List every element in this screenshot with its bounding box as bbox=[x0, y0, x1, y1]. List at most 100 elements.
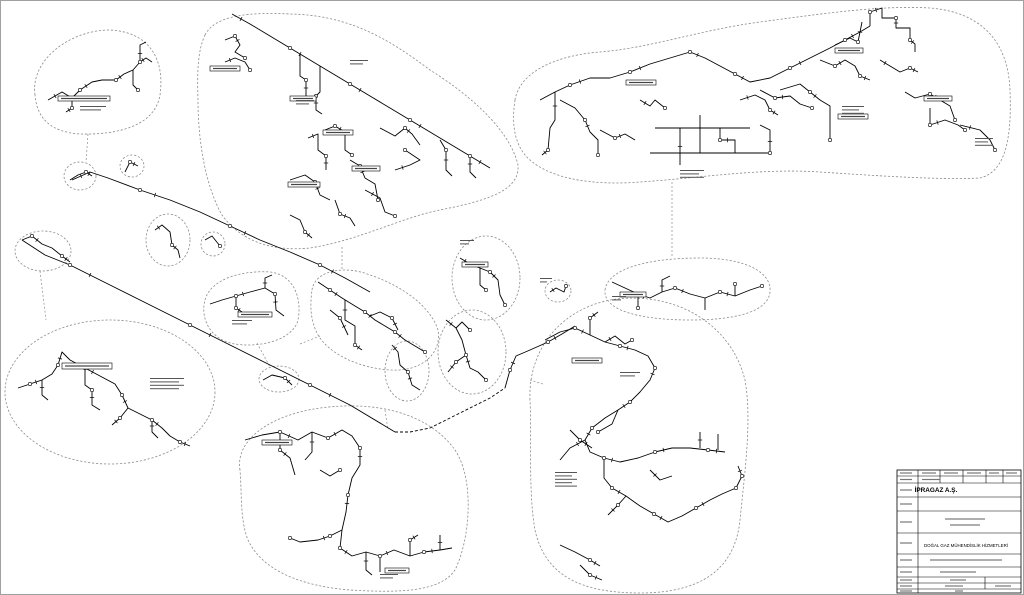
fitting-marker bbox=[59, 254, 64, 259]
valve-tick bbox=[478, 159, 482, 165]
fitting-marker bbox=[55, 362, 60, 367]
fitting-marker bbox=[282, 375, 287, 380]
annotation-text bbox=[680, 173, 699, 175]
valve-tick bbox=[406, 129, 411, 133]
pipe-run bbox=[869, 7, 916, 52]
fitting-marker bbox=[443, 148, 448, 153]
annotation-text bbox=[80, 106, 106, 107]
label-fine-print bbox=[293, 97, 313, 100]
fitting-marker bbox=[422, 349, 427, 354]
label-fine-print bbox=[291, 183, 317, 186]
service-title: DOĞAL GAZ MÜHENDİSLİK HİZMETLERİ bbox=[924, 543, 1008, 548]
fitting-marker bbox=[563, 283, 568, 288]
valve-tick bbox=[344, 502, 350, 505]
pipe-run bbox=[304, 432, 313, 461]
valve-tick bbox=[356, 345, 361, 350]
valve-tick bbox=[912, 67, 916, 73]
detail-bubble bbox=[119, 154, 145, 178]
pipe-run bbox=[307, 133, 327, 170]
fitting-marker bbox=[327, 533, 332, 538]
pipe-run bbox=[639, 99, 666, 109]
title-block-fine-print-line bbox=[900, 478, 912, 481]
valve-tick bbox=[883, 60, 887, 66]
fitting-marker bbox=[345, 492, 350, 497]
fitting-marker bbox=[136, 88, 141, 93]
valve-tick bbox=[543, 150, 547, 155]
title-block-fine-print-line bbox=[900, 579, 912, 581]
valve-tick bbox=[659, 515, 663, 521]
pipe-run bbox=[17, 351, 191, 447]
fitting-marker bbox=[277, 429, 282, 434]
fitting-marker bbox=[138, 188, 143, 193]
valve-tick bbox=[328, 392, 332, 398]
fitting-marker bbox=[362, 309, 367, 314]
fitting-marker bbox=[337, 315, 342, 320]
valve-tick bbox=[465, 360, 471, 363]
valve-tick bbox=[407, 377, 413, 380]
valve-tick bbox=[553, 335, 557, 341]
annotation-text bbox=[975, 138, 993, 139]
fitting-marker bbox=[392, 214, 397, 219]
fitting-marker bbox=[188, 322, 193, 327]
annotation-text bbox=[680, 170, 704, 171]
valve-tick bbox=[84, 83, 88, 89]
valve-tick bbox=[118, 75, 122, 79]
label-fine-print bbox=[65, 365, 109, 367]
valve-tick bbox=[726, 291, 729, 297]
detail-bubble bbox=[437, 309, 507, 395]
valve-tick bbox=[618, 133, 622, 139]
valve-tick bbox=[287, 433, 291, 439]
fitting-marker bbox=[545, 339, 550, 344]
pipe-run bbox=[544, 327, 726, 463]
valve-tick bbox=[586, 432, 591, 436]
valve-tick bbox=[392, 322, 398, 326]
fitting-marker bbox=[138, 59, 143, 64]
title-block-fine-print-line bbox=[945, 518, 985, 520]
fitting-marker bbox=[90, 387, 95, 392]
fitting-marker bbox=[612, 136, 617, 141]
valve-tick bbox=[153, 192, 157, 198]
fitting-marker bbox=[572, 325, 577, 330]
label-fine-print bbox=[838, 49, 860, 52]
pipe-run bbox=[344, 300, 363, 351]
annotation-text bbox=[150, 388, 179, 390]
pipe-run bbox=[289, 174, 331, 201]
label-fine-print bbox=[623, 293, 643, 296]
valve-tick bbox=[510, 361, 516, 365]
pipe-run bbox=[379, 127, 421, 146]
fitting-marker bbox=[739, 473, 744, 478]
valve-tick bbox=[333, 431, 337, 437]
fitting-marker bbox=[627, 70, 632, 75]
fitting-marker bbox=[827, 138, 832, 143]
main-pipe-east bbox=[504, 325, 576, 389]
fitting-marker bbox=[952, 118, 957, 123]
title-block-fine-print-line bbox=[900, 590, 912, 592]
title-block-grid bbox=[897, 470, 1021, 593]
pipe-run bbox=[299, 54, 313, 101]
valve-tick bbox=[34, 379, 38, 385]
label-fine-print bbox=[927, 97, 949, 100]
pipe-run bbox=[779, 83, 831, 140]
fitting-marker bbox=[652, 449, 657, 454]
pipe-run bbox=[739, 94, 779, 116]
pipe-run bbox=[539, 25, 871, 101]
fitting-marker bbox=[405, 369, 410, 374]
valve-tick bbox=[737, 469, 743, 473]
fitting-marker bbox=[287, 45, 292, 50]
fitting-marker bbox=[589, 425, 594, 430]
pipe-run bbox=[124, 161, 139, 173]
valve-tick bbox=[132, 161, 136, 167]
annotation-text bbox=[460, 243, 469, 245]
fitting-marker bbox=[767, 108, 772, 113]
detail-bubble bbox=[310, 269, 439, 371]
title-block: İPRAGAZ A.Ş. DOĞAL GAZ MÜHENDİSLİK HİZME… bbox=[896, 469, 1022, 594]
fitting-marker bbox=[233, 33, 238, 38]
fitting-marker bbox=[483, 287, 488, 292]
fitting-marker bbox=[327, 287, 332, 292]
valve-tick bbox=[936, 120, 939, 125]
pipe-run bbox=[41, 380, 49, 401]
valve-tick bbox=[88, 272, 92, 278]
detail-bubble bbox=[529, 297, 749, 594]
valve-tick bbox=[173, 245, 177, 250]
title-block-fine-print-line bbox=[945, 585, 963, 587]
